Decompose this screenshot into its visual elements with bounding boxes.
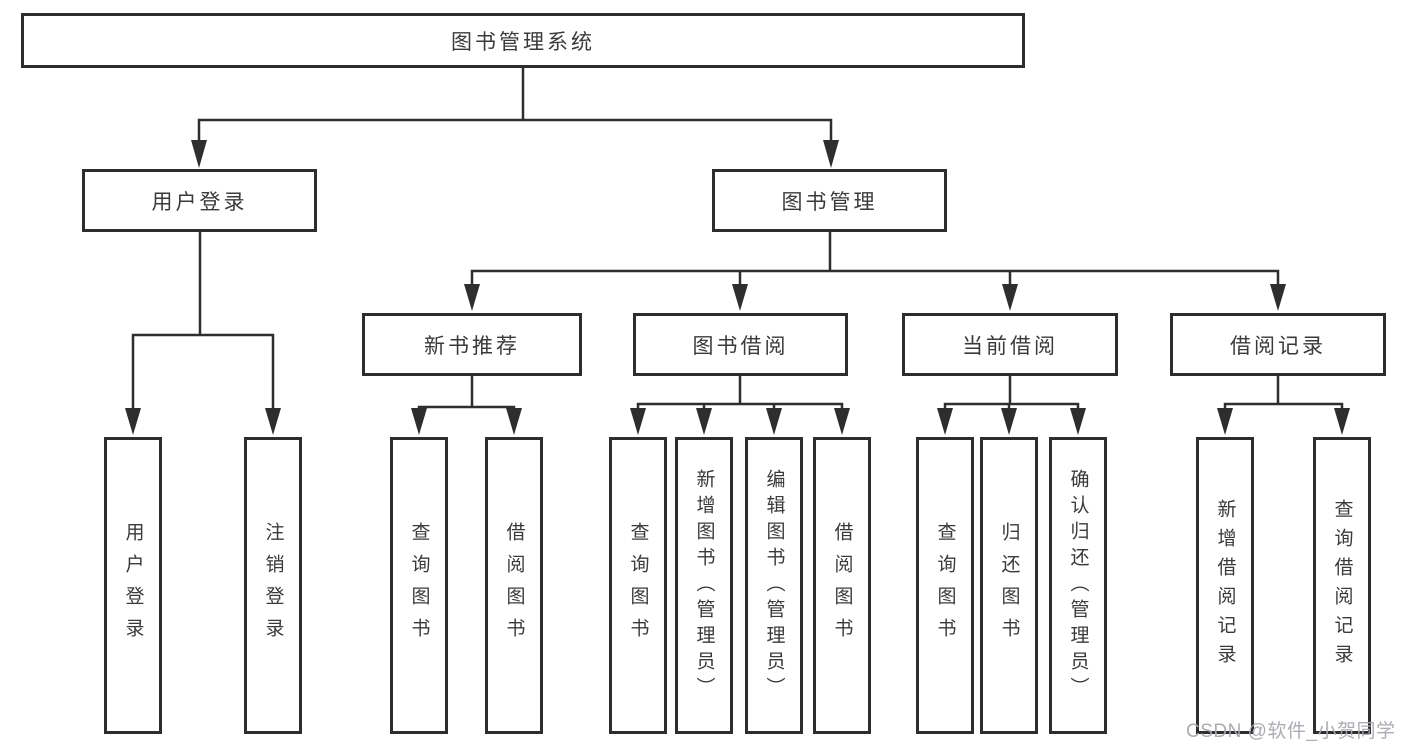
arrow-down-icon (1070, 408, 1086, 435)
leaf-query-borrow-record: 查询借阅记录 (1313, 437, 1371, 734)
arrow-down-icon (1001, 408, 1017, 435)
leaf-query-books-recommend: 查询图书 (390, 437, 448, 734)
leaf-label: 编辑图书（管理员） (763, 468, 785, 703)
leaf-label: 查询图书 (408, 521, 430, 650)
arrow-down-icon (265, 408, 281, 435)
arrow-down-icon (464, 284, 480, 311)
arrow-down-icon (191, 140, 207, 168)
arrow-down-icon (506, 408, 522, 435)
node-current-borrowing: 当前借阅 (902, 313, 1118, 376)
leaf-label: 查询借阅记录 (1331, 498, 1353, 673)
node-new-book-recommendation: 新书推荐 (362, 313, 582, 376)
node-label: 新书推荐 (424, 334, 520, 358)
arrow-down-icon (1002, 284, 1018, 311)
node-label: 图书管理 (781, 190, 878, 214)
leaf-label: 查询图书 (627, 521, 649, 650)
leaf-label: 确认归还（管理员） (1067, 468, 1089, 703)
leaf-add-books-admin: 新增图书（管理员） (675, 437, 733, 734)
leaf-confirm-return-admin: 确认归还（管理员） (1049, 437, 1107, 734)
leaf-label: 归还图书 (998, 521, 1020, 650)
node-label: 当前借阅 (962, 334, 1058, 358)
leaf-return-books: 归还图书 (980, 437, 1038, 734)
arrow-down-icon (125, 408, 141, 435)
leaf-add-borrow-record: 新增借阅记录 (1196, 437, 1254, 734)
leaf-label: 用户登录 (122, 521, 144, 650)
node-borrowing-records: 借阅记录 (1170, 313, 1386, 376)
leaf-user-login: 用户登录 (104, 437, 162, 734)
node-book-management: 图书管理 (712, 169, 947, 232)
arrow-down-icon (696, 408, 712, 435)
leaf-logout: 注销登录 (244, 437, 302, 734)
arrow-down-icon (834, 408, 850, 435)
arrow-down-icon (1217, 408, 1233, 435)
leaf-edit-books-admin: 编辑图书（管理员） (745, 437, 803, 734)
node-label: 用户登录 (151, 190, 248, 214)
leaf-label: 新增借阅记录 (1214, 498, 1236, 673)
arrow-down-icon (823, 140, 839, 168)
node-library-system: 图书管理系统 (21, 13, 1025, 68)
arrow-down-icon (630, 408, 646, 435)
arrow-down-icon (1334, 408, 1350, 435)
arrow-down-icon (411, 408, 427, 435)
leaf-borrow-books: 借阅图书 (813, 437, 871, 734)
node-book-borrowing: 图书借阅 (633, 313, 848, 376)
arrow-down-icon (732, 284, 748, 311)
arrow-down-icon (937, 408, 953, 435)
arrowhead-icons (125, 140, 1350, 435)
arrow-down-icon (1270, 284, 1286, 311)
leaf-query-books-current: 查询图书 (916, 437, 974, 734)
leaf-label: 查询图书 (934, 521, 956, 650)
node-label: 图书借阅 (692, 334, 789, 358)
node-label: 借阅记录 (1230, 334, 1326, 358)
leaf-label: 注销登录 (262, 521, 284, 650)
leaf-label: 新增图书（管理员） (693, 468, 715, 703)
csdn-watermark: CSDN @软件_小贺同学 (1186, 721, 1396, 742)
leaf-query-books-borrow: 查询图书 (609, 437, 667, 734)
node-user-login: 用户登录 (82, 169, 317, 232)
leaf-label: 借阅图书 (503, 521, 525, 650)
leaf-label: 借阅图书 (831, 521, 853, 650)
arrow-down-icon (766, 408, 782, 435)
node-label: 图书管理系统 (451, 30, 595, 54)
leaf-borrow-books-recommend: 借阅图书 (485, 437, 543, 734)
